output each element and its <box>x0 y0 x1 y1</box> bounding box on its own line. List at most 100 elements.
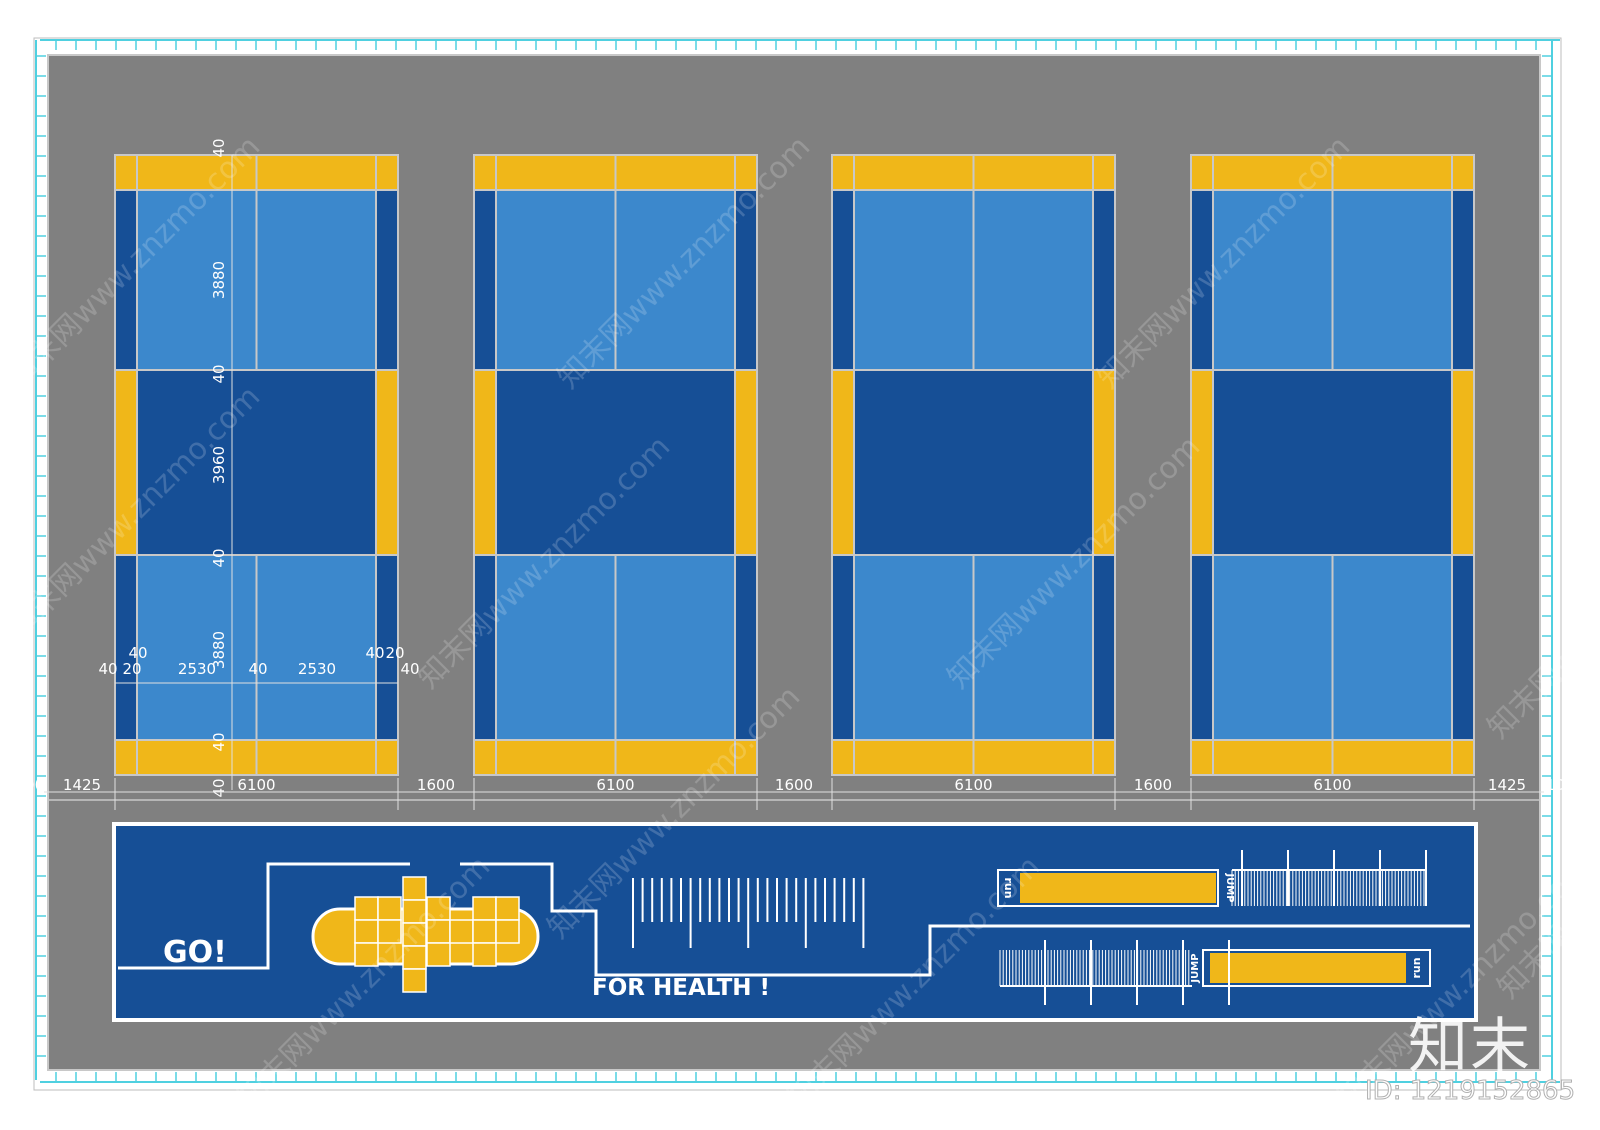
court-side-band <box>1191 190 1213 370</box>
dim-label-edge-right: 100 <box>1546 776 1575 794</box>
run-lane-bottom-fill <box>1210 953 1406 983</box>
hopscotch-cell <box>354 896 379 921</box>
court-side-band <box>1093 555 1115 740</box>
court-side-band <box>1452 555 1474 740</box>
run-lane-bottom-box <box>1202 949 1431 987</box>
hopscotch-cell <box>472 896 497 921</box>
hopscotch-cell <box>426 942 451 967</box>
court-side-band <box>115 555 137 740</box>
court-2 <box>473 154 758 776</box>
go-text: GO! <box>163 935 227 970</box>
hopscotch-cell <box>354 919 379 944</box>
dim-label-horizontal-top: 20 <box>385 644 404 662</box>
jump-label-bottom: JUMP <box>1190 953 1201 983</box>
court-center-zone <box>137 370 376 555</box>
dim-label-vertical: 40 <box>210 138 228 157</box>
hopscotch-cell <box>472 919 497 944</box>
brand-logo: 知末 <box>1408 1012 1532 1082</box>
run-lane-top-fill <box>1020 873 1216 903</box>
hopscotch-cell <box>449 919 474 944</box>
court-mid-side-band <box>1191 370 1213 555</box>
dim-label-vertical: 40 <box>210 548 228 567</box>
court-side-band <box>376 190 398 370</box>
hopscotch-cell <box>495 896 520 921</box>
dim-label-horizontal: 40 <box>400 660 419 678</box>
dim-label-vertical: 40 <box>210 778 228 797</box>
dim-label-horizontal-top: 40 <box>365 644 384 662</box>
court-1 <box>114 154 399 776</box>
hopscotch-cell <box>472 942 497 967</box>
dim-label-horizontal: 2530 <box>298 660 336 678</box>
dim-label-horizontal: 40 <box>98 660 117 678</box>
dim-label-gap: 1600 <box>417 776 455 794</box>
drawing-frame <box>33 37 1562 1091</box>
court-side-band <box>832 190 854 370</box>
run-lane-top-box <box>997 869 1219 907</box>
hopscotch-cells <box>354 876 520 993</box>
hopscotch-cell <box>495 919 520 944</box>
run-lane-bottom: JUMP run <box>999 940 1431 1005</box>
jump-label-top: JUMP <box>1224 872 1235 902</box>
hopscotch <box>311 876 540 993</box>
dim-label-edge-left: 100 <box>16 776 45 794</box>
dim-label-court-width: 6100 <box>596 776 634 794</box>
dim-label-horizontal: 20 <box>122 660 141 678</box>
dim-label-vertical: 3880 <box>210 631 228 669</box>
dim-label-court-width: 6100 <box>1313 776 1351 794</box>
court-mid-side-band <box>474 370 496 555</box>
strip-line-mid <box>460 862 1470 977</box>
court-mid-side-band <box>376 370 398 555</box>
hopscotch-cell <box>377 896 402 921</box>
court-mid-side-band <box>115 370 137 555</box>
hopscotch-cell <box>354 942 379 967</box>
run-label-top: run <box>1002 877 1015 898</box>
court-center-zone <box>1213 370 1452 555</box>
court-3 <box>831 154 1116 776</box>
hopscotch-cell <box>402 876 427 901</box>
court-side-band <box>735 190 757 370</box>
court-side-band <box>115 190 137 370</box>
strip-line-left <box>118 862 410 970</box>
jump-hatch-top <box>1231 850 1427 906</box>
play-strip-bg <box>112 822 1478 1022</box>
play-strip: GO! FOR HEALTH ! run JUMP JUMP run <box>112 822 1478 1022</box>
dim-label-vertical: 40 <box>210 732 228 751</box>
dim-label-horizontal-top: 40 <box>128 644 147 662</box>
dim-label-right-margin: 1425 <box>1488 776 1526 794</box>
court-center-zone <box>854 370 1093 555</box>
dim-label-court-width: 6100 <box>237 776 275 794</box>
court-side-band <box>1452 190 1474 370</box>
dim-label-left-margin: 1425 <box>63 776 101 794</box>
court-side-band <box>376 555 398 740</box>
hopscotch-cell <box>402 968 427 993</box>
dim-label-vertical: 40 <box>210 364 228 383</box>
hopscotch-cell <box>377 919 402 944</box>
court-side-band <box>1093 190 1115 370</box>
dim-label-gap: 1600 <box>1134 776 1172 794</box>
court-side-band <box>1191 555 1213 740</box>
court-side-band <box>474 190 496 370</box>
court-side-band <box>832 555 854 740</box>
jump-hatch-bottom <box>999 940 1230 1005</box>
court-center-zone <box>496 370 735 555</box>
dim-label-gap: 1600 <box>775 776 813 794</box>
courts-layer <box>114 154 1475 776</box>
dim-label-vertical: 3960 <box>210 446 228 484</box>
frame-ticks <box>36 40 1552 1082</box>
dim-label-horizontal: 40 <box>248 660 267 678</box>
dim-label-horizontal: 2530 <box>178 660 216 678</box>
jump-ruler <box>632 878 865 948</box>
dim-label-vertical: 3880 <box>210 261 228 299</box>
for-health-text: FOR HEALTH ! <box>592 975 770 1001</box>
court-side-band <box>735 555 757 740</box>
court-4 <box>1190 154 1475 776</box>
image-id: ID: 1219152865 <box>1364 1076 1576 1107</box>
court-mid-side-band <box>1093 370 1115 555</box>
dim-label-court-width: 6100 <box>954 776 992 794</box>
court-side-band <box>474 555 496 740</box>
court-mid-side-band <box>1452 370 1474 555</box>
court-mid-side-band <box>735 370 757 555</box>
run-label-bottom: run <box>1410 957 1423 978</box>
